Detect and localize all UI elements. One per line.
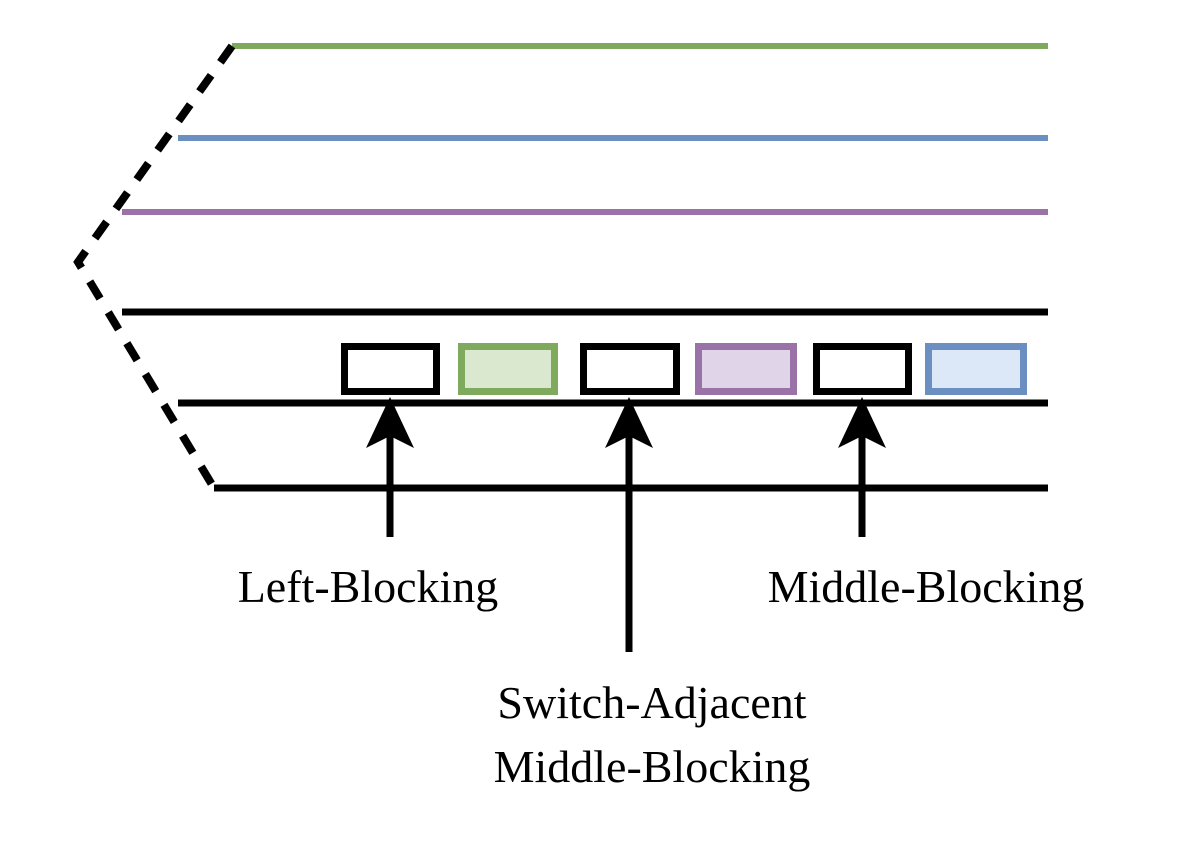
packet-purple <box>695 343 797 395</box>
callout-switch-adjacent-middle-blocking <box>605 397 653 652</box>
label-left-blocking: Left-Blocking <box>238 561 499 612</box>
middle-blocking-arrow-head <box>838 397 886 448</box>
left-blocking-arrow-head <box>366 397 414 448</box>
callout-middle-blocking <box>838 397 886 537</box>
packet-blue <box>925 343 1027 395</box>
switch-adjacent-arrow-head <box>605 397 653 448</box>
packet-blocking-left <box>341 343 440 395</box>
packet-blocking-right <box>813 343 912 395</box>
label-switch-adjacent-line1: Switch-Adjacent <box>497 677 806 728</box>
packet-blocking-middle <box>580 343 680 395</box>
packet-green <box>458 343 558 395</box>
callout-left-blocking <box>366 397 414 537</box>
dashed-funnel-boundary <box>73 43 236 491</box>
label-switch-adjacent-line2: Middle-Blocking <box>494 741 811 792</box>
label-middle-blocking: Middle-Blocking <box>768 561 1085 612</box>
